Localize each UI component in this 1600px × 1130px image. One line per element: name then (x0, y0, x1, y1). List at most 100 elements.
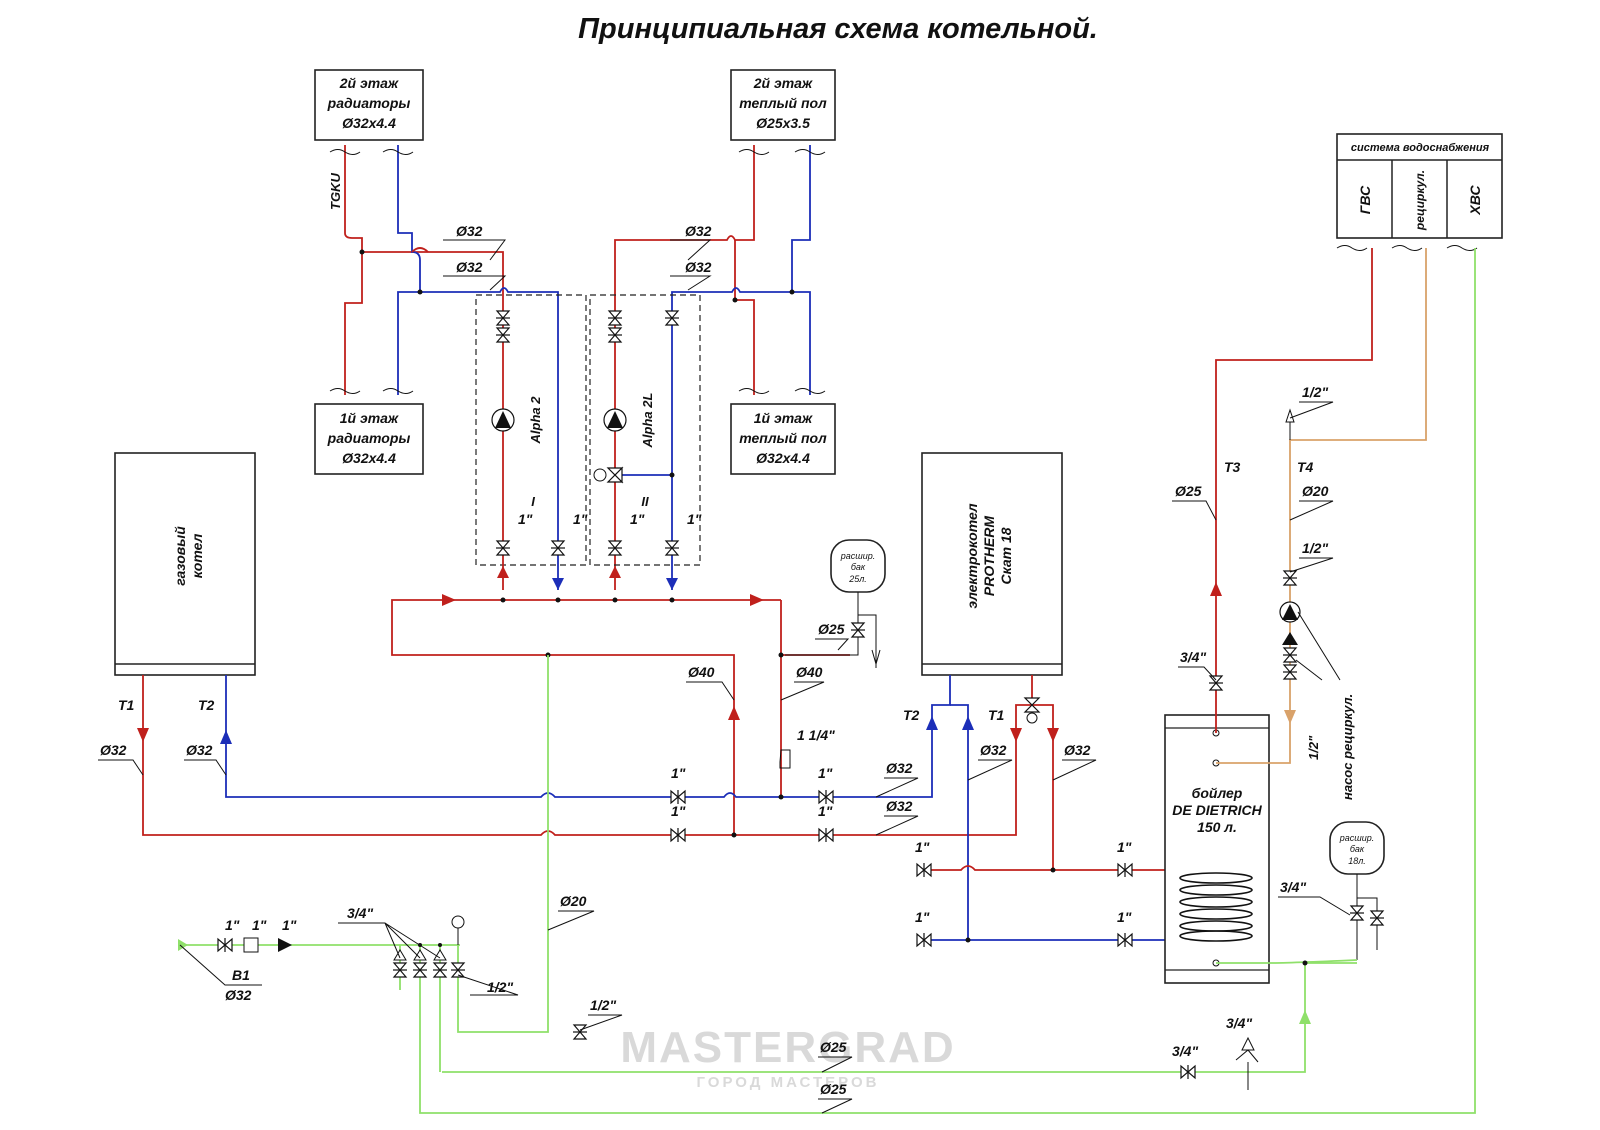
box-line: 2й этаж (339, 75, 399, 91)
box-line: 1й этаж (340, 410, 399, 426)
water-heater-coil-piping: 1" 1" 1" 1" (915, 839, 1170, 948)
electric-boiler: электрокотел PROTHERM Скат 18 (921, 452, 1063, 676)
heater-line: бойлер (1192, 785, 1243, 801)
expansion-tank-18l: расшир. бак 18л. 3/4" (1278, 821, 1385, 960)
tank-line: 18л. (1348, 856, 1366, 866)
gas-boiler: газовый котел (114, 452, 256, 676)
line-label-b1: B1 (232, 967, 250, 983)
box-line: 1й этаж (754, 410, 813, 426)
size-label: Ø32 (456, 259, 483, 275)
size-label: Ø32 (1064, 742, 1091, 758)
box-line: радиаторы (327, 430, 411, 446)
air-vent-fitting: 1 1/4" (779, 727, 835, 769)
water-supply-column: рециркул. (1413, 170, 1427, 231)
box-line: Ø32x4.4 (756, 450, 810, 466)
pump-label-alpha2: Alpha 2 (528, 396, 543, 445)
box-line: радиаторы (327, 95, 411, 111)
boiler-line: электрокотел (964, 503, 980, 609)
size-label: Ø20 (1302, 483, 1329, 499)
box-2nd-floor-radiators: 2й этаж радиаторы Ø32x4.4 (314, 69, 424, 141)
radiator-piping (344, 145, 559, 590)
box-line: теплый пол (739, 430, 827, 446)
line-label-t3: T3 (1224, 459, 1241, 475)
size-label: 1/2" (1302, 540, 1328, 556)
size-label: 1" (252, 917, 267, 933)
size-label: Ø40 (688, 664, 715, 680)
recirculation-line-t4: T4 1/2" Ø20 1/2" 1/2" насос рециркул. (1216, 248, 1427, 800)
line-label-t4: T4 (1297, 459, 1314, 475)
boiler-line: PROTHERM (981, 516, 997, 596)
size-label: 1" (915, 839, 930, 855)
size-label: 1" (630, 511, 645, 527)
size-label: 1" (282, 917, 297, 933)
size-label: Ø32 (886, 760, 913, 776)
size-label: 1" (687, 511, 702, 527)
size-label: 1/2" (590, 997, 616, 1013)
size-label: 3/4" (1280, 879, 1306, 895)
expansion-tank-25l: расшир. бак 25л. Ø25 (785, 539, 886, 668)
line-label-t1: T1 (988, 707, 1005, 723)
watermark: MASTERGRAD ГОРОД МАСТЕРОВ (620, 1023, 955, 1091)
size-label: 1" (818, 803, 833, 819)
tank-line: расшир. (840, 551, 876, 561)
heater-line: 150 л. (1197, 819, 1237, 835)
boiler-line: Скат 18 (998, 527, 1014, 584)
size-label: Ø25 (818, 621, 845, 637)
water-heater-de-dietrich: бойлер DE DIETRICH 150 л. (1164, 714, 1270, 984)
recirc-pump-label: насос рециркул. (1340, 694, 1355, 800)
water-supply-system: система водоснабжения ГВС рециркул. ХВС (1336, 133, 1503, 239)
size-label: 1 1/4" (797, 727, 835, 743)
watermark-text: MASTERGRAD (620, 1023, 955, 1072)
clipped-label: TGKU (328, 173, 343, 210)
cold-water-piping (178, 248, 1476, 1114)
watermark-subtext: ГОРОД МАСТЕРОВ (697, 1074, 880, 1091)
box-line: Ø32x4.4 (342, 450, 396, 466)
hot-water-line-t3: T3 Ø25 3/4" (1172, 248, 1373, 733)
size-label: 1" (671, 765, 686, 781)
box-line: Ø25x3.5 (756, 115, 810, 131)
pump-group-size-labels: Ø32 Ø32 Ø32 Ø32 1" 1" 1" 1" (443, 223, 712, 527)
boiler-line: газовый (172, 526, 188, 586)
three-way-mixing-valve-icon (593, 466, 624, 484)
size-label: 1" (1117, 909, 1132, 925)
size-label: 1" (518, 511, 533, 527)
size-label: 1" (1117, 839, 1132, 855)
size-label: Ø32 (456, 223, 483, 239)
gas-boiler-piping: T1 T2 Ø32 Ø32 (98, 675, 1017, 836)
safety-group-icon (1235, 1036, 1259, 1090)
main-line-valves: 1" 1" 1" 1" Ø32 Ø32 (670, 760, 919, 843)
circuit-label-1: I (531, 494, 535, 509)
circuit-label-2: II (641, 494, 649, 509)
water-supply-header: система водоснабжения (1351, 142, 1490, 154)
tank-line: 25л. (848, 574, 867, 584)
size-label: Ø32 (186, 742, 213, 758)
hydraulic-manifold: Ø40 Ø40 (391, 594, 850, 835)
tank-line: бак (851, 562, 866, 572)
diagram-title: Принципиальная схема котельной. (578, 13, 1098, 45)
size-label: 3/4" (1180, 649, 1206, 665)
box-line: теплый пол (739, 95, 827, 111)
boiler-line: котел (189, 533, 205, 578)
pump-group-1 (475, 294, 587, 566)
box-1st-floor-radiators: 1й этаж радиаторы Ø32x4.4 (314, 403, 424, 475)
water-supply-column: ХВС (1467, 185, 1483, 216)
three-way-valve-icon (1023, 697, 1041, 724)
tank-line: расшир. (1339, 833, 1375, 843)
box-1st-floor-underfloor: 1й этаж теплый пол Ø32x4.4 (730, 403, 836, 475)
water-supply-column: ГВС (1357, 185, 1373, 214)
heater-line: DE DIETRICH (1172, 802, 1262, 818)
manifold-flow-arrows (497, 566, 678, 590)
pump-group-1-content: Alpha 2 I (491, 292, 566, 590)
line-label-t1: T1 (118, 697, 135, 713)
water-inlet-b1: 1" 1" 1" B1 Ø32 (179, 917, 297, 1003)
size-label: Ø32 (685, 223, 712, 239)
size-label: 3/4" (1226, 1015, 1252, 1031)
underfloor-piping (614, 145, 811, 590)
size-label: 1" (225, 917, 240, 933)
cold-water-size-labels: Ø20 1/2" Ø25 Ø25 3/4" 3/4" (547, 893, 1252, 1114)
size-label: Ø32 (100, 742, 127, 758)
box-line: 2й этаж (753, 75, 813, 91)
size-label: Ø32 (886, 798, 913, 814)
size-label: Ø40 (796, 664, 823, 680)
size-label: Ø25 (820, 1081, 847, 1097)
